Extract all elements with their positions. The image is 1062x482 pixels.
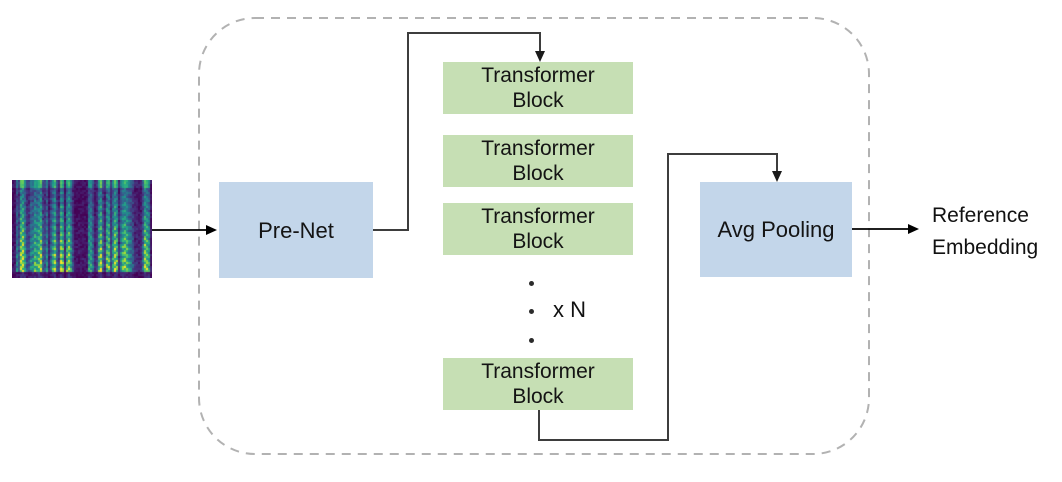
transformer-block-label: Transformer Block xyxy=(481,64,595,112)
transformer-block-3: Transformer Block xyxy=(443,203,633,255)
pre-net-label: Pre-Net xyxy=(258,217,334,243)
arrowhead-blockN-to-avgpooling xyxy=(772,171,782,182)
transformer-block-label: Transformer Block xyxy=(481,137,595,185)
connector-prenet-to-block1 xyxy=(373,32,541,231)
repeat-count-label: x N xyxy=(553,297,586,322)
avg-pooling-label: Avg Pooling xyxy=(717,217,835,242)
ellipsis-dot xyxy=(529,281,534,286)
pre-net-box: Pre-Net xyxy=(219,182,373,278)
arrowhead-input-to-prenet xyxy=(206,225,217,235)
model-boundary xyxy=(198,17,870,455)
connector-blockN-to-avgpooling xyxy=(538,153,778,441)
transformer-block-2: Transformer Block xyxy=(443,135,633,187)
avg-pooling-box: Avg Pooling xyxy=(700,182,852,277)
arrowhead-avgpooling-to-output xyxy=(908,224,919,234)
transformer-block-label: Transformer Block xyxy=(481,205,595,253)
reference-embedding-label: Reference Embedding xyxy=(932,204,1039,259)
transformer-block-n: Transformer Block xyxy=(443,358,633,410)
spectrogram-image xyxy=(12,180,152,278)
ellipsis-dot xyxy=(529,309,534,314)
transformer-block-1: Transformer Block xyxy=(443,62,633,114)
ellipsis-dot xyxy=(529,338,534,343)
arrowhead-prenet-to-block1 xyxy=(535,51,545,62)
transformer-block-label: Transformer Block xyxy=(481,360,595,408)
